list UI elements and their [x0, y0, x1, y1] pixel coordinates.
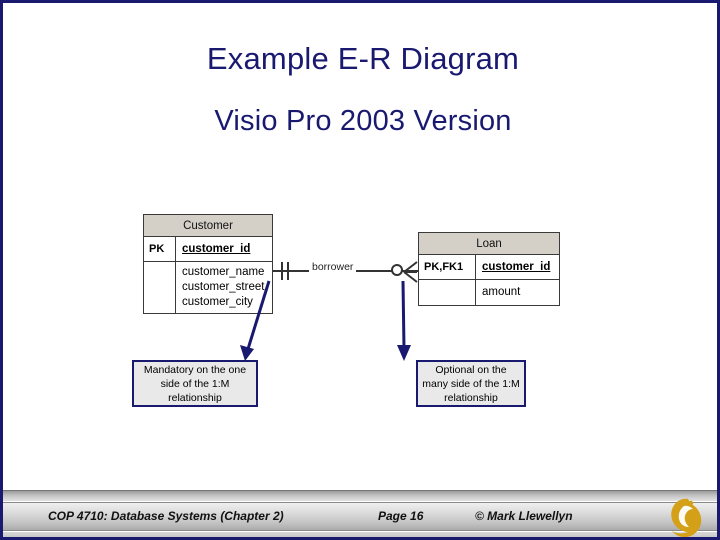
- entity-loan-attribute-1: amount: [482, 286, 521, 298]
- footer-band-top: [3, 490, 717, 501]
- entity-customer-title: Customer: [144, 215, 272, 237]
- entity-loan-attr-cell: amount: [476, 280, 520, 305]
- entity-customer-key-label: PK: [144, 237, 176, 261]
- entity-customer-key-attribute: customer_id: [182, 242, 251, 255]
- callout-mandatory-one: Mandatory on the one side of the 1:M rel…: [132, 360, 258, 407]
- arrow-to-left-callout-icon: [240, 280, 271, 361]
- entity-loan-key-label: PK,FK1: [419, 255, 476, 279]
- entity-customer-attr-row: customer_name customer_street customer_c…: [144, 262, 272, 313]
- entity-customer-attribute-2: customer_street: [182, 281, 265, 293]
- entity-customer-attr-key-cell: [144, 262, 176, 313]
- mandatory-one-tick-icon: [281, 262, 283, 280]
- page-title: Example E-R Diagram: [206, 41, 520, 76]
- entity-loan: Loan PK,FK1 customer_id amount: [418, 232, 560, 306]
- entity-loan-title: Loan: [419, 233, 559, 255]
- entity-loan-key-row: PK,FK1 customer_id: [419, 255, 559, 280]
- entity-customer-key-attr-cell: customer_id: [176, 237, 250, 261]
- optional-zero-circle-icon: [391, 264, 403, 276]
- relationship-label: borrower: [309, 261, 357, 273]
- entity-loan-attr-row: amount: [419, 280, 559, 305]
- entity-customer-attribute-3: customer_city: [182, 296, 253, 308]
- entity-loan-key-attr-cell: customer_id: [476, 255, 550, 279]
- entity-customer-attribute-1: customer_name: [182, 266, 265, 278]
- relationship-connector: borrower: [273, 257, 418, 287]
- footer-band-bottom: [3, 532, 717, 537]
- entity-loan-key-attribute: customer_id: [482, 260, 551, 273]
- arrow-to-right-callout-icon: [397, 280, 411, 361]
- entity-loan-attr-key-cell: [419, 280, 476, 305]
- footer-copyright-label: © Mark Llewellyn: [475, 509, 573, 523]
- footer-course-label: COP 4710: Database Systems (Chapter 2): [48, 509, 284, 523]
- footer-bar: [3, 502, 717, 531]
- mandatory-one-tick-icon-2: [287, 262, 289, 280]
- crows-foot-many-icon: [403, 261, 418, 283]
- footer-page-number: Page 16: [378, 509, 424, 523]
- entity-customer: Customer PK customer_id customer_name cu…: [143, 214, 273, 314]
- pegasus-logo-icon: [671, 498, 702, 537]
- page-subtitle: Visio Pro 2003 Version: [214, 105, 512, 137]
- entity-customer-attr-cell: customer_name customer_street customer_c…: [176, 262, 264, 313]
- callout-optional-many: Optional on the many side of the 1:M rel…: [416, 360, 526, 407]
- entity-customer-key-row: PK customer_id: [144, 237, 272, 262]
